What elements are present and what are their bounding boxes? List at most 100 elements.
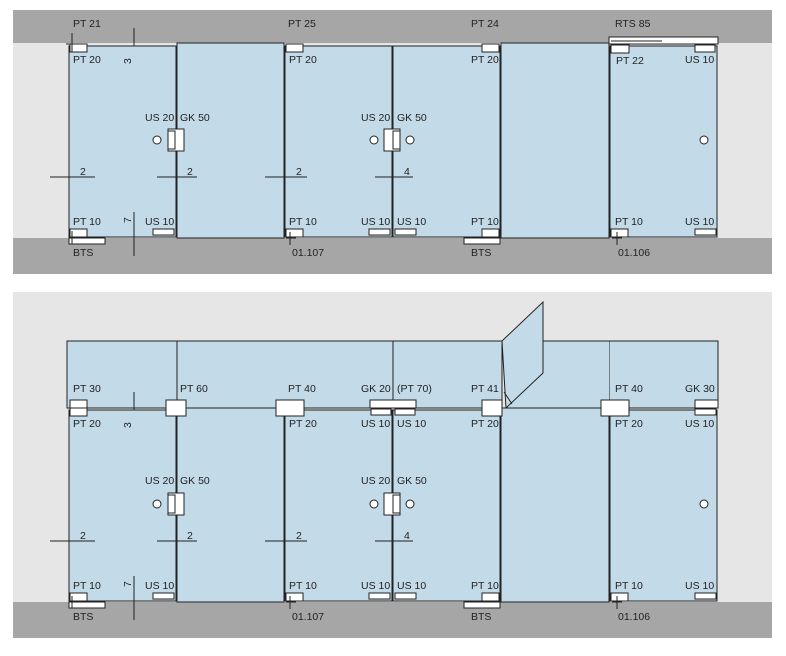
bottom-label-bts-1: BTS — [73, 611, 93, 623]
top-label-d4-us10-top: US 10 — [685, 54, 714, 66]
top-label-d4-pt10: PT 10 — [615, 216, 643, 228]
bottom-label-d2-us10b: US 10 — [361, 580, 390, 592]
top-patch-pt10-4 — [610, 228, 629, 238]
top-sidelight-2 — [500, 42, 610, 239]
bottom-patch-pt10-2 — [285, 592, 304, 602]
bottom-gk50-inner-2 — [392, 494, 401, 514]
bottom-label-d2-us10: US 10 — [361, 418, 390, 430]
top-rail-rts85 — [608, 36, 719, 45]
top-lock-us10-top — [694, 44, 716, 53]
top-gk50-inner-2 — [392, 130, 401, 150]
top-label-d3-pt10: PT 10 — [471, 216, 499, 228]
top-label-dim-2b: 2 — [187, 166, 193, 178]
bottom-patch-pt20-1 — [69, 407, 88, 417]
top-label-pt24: PT 24 — [471, 18, 499, 30]
top-label-d1-pt20: PT 20 — [73, 54, 101, 66]
bottom-label-dim-2b: 2 — [187, 530, 193, 542]
bottom-label-d1-us20: US 20 — [145, 475, 174, 487]
top-label-d1-pt10: PT 10 — [73, 216, 101, 228]
bottom-bts-1 — [68, 601, 106, 609]
bottom-label-gk20: GK 20 — [361, 383, 391, 395]
bottom-label-d3-us10b: US 10 — [397, 580, 426, 592]
bottom-label-dim-3: 3 — [122, 422, 134, 428]
top-label-d1-us20: US 20 — [145, 112, 174, 124]
top-lock-us10-4 — [694, 228, 717, 236]
top-label-d4-pt22: PT 22 — [616, 55, 644, 67]
top-dimension-lines — [50, 28, 413, 256]
top-knob-2 — [369, 135, 379, 145]
top-floor-band — [13, 238, 772, 274]
top-pivot-marks — [66, 33, 622, 245]
top-label-d2-us20: US 20 — [361, 112, 390, 124]
top-label-code106: 01.106 — [618, 247, 650, 259]
top-label-d2-us10: US 10 — [361, 216, 390, 228]
top-patch-pt10-2 — [285, 228, 304, 238]
bottom-label-d4-us10: US 10 — [685, 580, 714, 592]
top-sidelight-1 — [176, 42, 285, 239]
bottom-label-d2-pt10: PT 10 — [289, 580, 317, 592]
top-label-dim-2a: 2 — [80, 166, 86, 178]
top-label-d4-us10: US 10 — [685, 216, 714, 228]
top-lock-us10-1 — [152, 228, 175, 236]
top-label-d1-us10: US 10 — [145, 216, 174, 228]
top-knob-3 — [405, 135, 415, 145]
top-patch-pt25 — [285, 43, 304, 53]
top-label-dim-3: 3 — [122, 58, 134, 64]
bottom-lock-us10-2 — [368, 592, 391, 600]
top-label-bts-2: BTS — [471, 247, 491, 259]
top-label-d1-gk50: GK 50 — [180, 112, 210, 124]
bottom-transom-right — [608, 340, 719, 409]
bottom-label-d1-gk50: GK 50 — [180, 475, 210, 487]
top-elevation: PT 21 PT 25 PT 24 RTS 85 PT 20 PT 20 PT … — [13, 10, 772, 274]
top-label-d2-pt10: PT 10 — [289, 216, 317, 228]
bottom-patch-pt30 — [69, 399, 88, 409]
top-bts-1 — [68, 237, 106, 245]
top-gk50-inner-1 — [167, 130, 176, 150]
bottom-label-pt40b: PT 40 — [615, 383, 643, 395]
bottom-label-bts-2: BTS — [471, 611, 491, 623]
bottom-label-dim-4: 4 — [404, 530, 410, 542]
bottom-label-code106: 01.106 — [618, 611, 650, 623]
bottom-label-pt60: PT 60 — [180, 383, 208, 395]
top-knob-1 — [152, 135, 162, 145]
top-label-rts85: RTS 85 — [615, 18, 651, 30]
bottom-label-dim-2a: 2 — [80, 530, 86, 542]
bottom-label-d3-pt20: PT 20 — [471, 418, 499, 430]
top-knob-4 — [699, 135, 709, 145]
bottom-label-d2-pt20: PT 20 — [289, 418, 317, 430]
bottom-knob-1 — [152, 499, 162, 509]
bottom-dimension-lines — [50, 392, 413, 620]
top-patch-pt10-3 — [481, 228, 500, 238]
bottom-label-d2-us20: US 20 — [361, 475, 390, 487]
bottom-label-d1-pt10: PT 10 — [73, 580, 101, 592]
bottom-sidelight-1 — [176, 407, 285, 603]
top-label-pt21: PT 21 — [73, 18, 101, 30]
top-door-4 — [609, 45, 718, 238]
bottom-patch-pt60 — [165, 399, 187, 417]
bottom-patch-pt10-4 — [610, 592, 629, 602]
bottom-lock-us10-3 — [394, 592, 417, 600]
bottom-door-4 — [609, 409, 718, 602]
top-bts-2 — [463, 237, 501, 245]
top-patch-pt21 — [69, 43, 88, 53]
bottom-label-pt70: (PT 70) — [397, 383, 432, 395]
bottom-lock-us10-top-3 — [394, 408, 416, 416]
bottom-gk50-inner-1 — [167, 494, 176, 514]
top-patch-pt10-1 — [69, 228, 88, 238]
bottom-patch-pt10-3 — [481, 592, 500, 602]
top-label-d2-gk50: GK 50 — [397, 112, 427, 124]
bottom-patch-gk20 — [369, 399, 417, 409]
bottom-patch-pt40b — [600, 399, 630, 417]
bottom-label-d3-us10: US 10 — [397, 418, 426, 430]
bottom-label-d4-pt20: PT 20 — [615, 418, 643, 430]
bottom-floor-band — [13, 602, 772, 638]
top-label-pt25: PT 25 — [288, 18, 316, 30]
bottom-label-gk30: GK 30 — [685, 383, 715, 395]
top-label-d2-pt20: PT 20 — [289, 54, 317, 66]
bottom-bts-2 — [463, 601, 501, 609]
bottom-label-pt40a: PT 40 — [288, 383, 316, 395]
top-label-dim-4: 4 — [404, 166, 410, 178]
bottom-sidelight-2 — [500, 407, 610, 603]
bottom-patch-pt41 — [481, 399, 503, 417]
